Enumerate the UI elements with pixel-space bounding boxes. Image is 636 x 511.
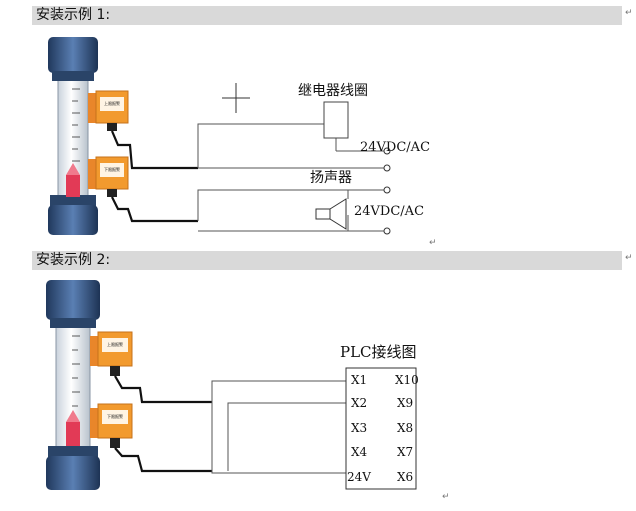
plc-terminal-x9: X9: [397, 396, 413, 410]
flowmeter-icon: [46, 280, 100, 490]
plc-terminal-x7: X7: [397, 445, 413, 459]
relay-terminal-top: [383, 147, 391, 155]
plc-terminal-24v: 24V: [347, 470, 371, 484]
plc-diagram-title: PLC接线图: [340, 343, 417, 361]
plc-wires: [211, 380, 347, 474]
switch-plate-lower-label: 下限报警: [107, 413, 123, 419]
lower-limit-switch-icon: 下限报警: [90, 403, 133, 448]
plc-terminal-x1: X1: [351, 373, 367, 387]
plc-terminal-block: [345, 367, 417, 490]
plc-terminal-x2: X2: [351, 396, 367, 410]
example1-wiring-diagram: 上限报警 下限报警 继电器线圈: [48, 37, 430, 235]
switch-cables: [114, 375, 212, 473]
switch-cables: [110, 130, 198, 223]
speaker-circuit: [197, 189, 384, 232]
example2-plc-wiring-diagram: 上限报警 下限报警 PLC接线图 X1 X2 X3 X4 24V X10 X9 …: [46, 280, 419, 490]
plc-terminal-x8: X8: [397, 421, 413, 435]
switch-plate-lower-label: 下限报警: [104, 166, 120, 172]
relay-circuit: [197, 111, 384, 169]
upper-limit-switch-icon: 上限报警: [88, 90, 129, 131]
lower-limit-switch-icon: 下限报警: [88, 156, 129, 197]
flowmeter-icon: [48, 37, 98, 235]
relay-coil-label: 继电器线圈: [298, 83, 368, 99]
speaker-icon: [315, 198, 347, 230]
example1-heading: 安装示例 1:: [32, 6, 622, 25]
plc-left-terminals: X1 X2 X3 X4 24V: [347, 373, 371, 484]
relay-terminal-bottom: [383, 164, 391, 172]
plc-right-terminals: X10 X9 X8 X7 X6: [395, 373, 419, 484]
plc-terminal-x10: X10: [395, 373, 419, 387]
plc-terminal-x6: X6: [397, 470, 413, 484]
paragraph-mark-icon: ↵: [625, 8, 633, 18]
plc-terminal-x4: X4: [351, 445, 368, 459]
speaker-label: 扬声器: [310, 170, 352, 186]
relay-voltage-label: 24VDC/AC: [360, 140, 430, 155]
crosshair-mark-icon: [222, 83, 250, 113]
paragraph-mark-icon: ↵: [429, 238, 437, 248]
plc-terminal-x3: X3: [351, 421, 367, 435]
paragraph-mark-icon: ↵: [442, 492, 450, 502]
speaker-voltage-label: 24VDC/AC: [354, 204, 424, 219]
switch-plate-upper-label: 上限报警: [104, 100, 120, 106]
paragraph-mark-icon: ↵: [625, 253, 633, 263]
switch-plate-upper-label: 上限报警: [107, 341, 123, 347]
speaker-terminal-bottom: [383, 227, 391, 235]
example2-heading: 安装示例 2:: [32, 251, 622, 270]
speaker-terminal-top: [383, 186, 391, 194]
relay-coil-icon: [323, 101, 349, 139]
upper-limit-switch-icon: 上限报警: [90, 331, 133, 376]
